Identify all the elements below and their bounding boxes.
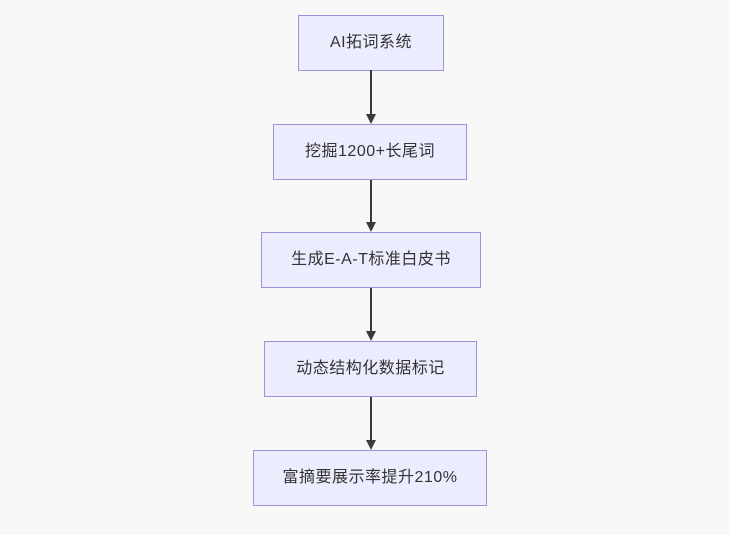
flow-node-label: 生成E-A-T标准白皮书 xyxy=(291,251,451,268)
arrow-line xyxy=(369,180,372,222)
arrow-line xyxy=(369,288,372,331)
flow-node-label: 挖掘1200+长尾词 xyxy=(305,143,435,160)
arrowhead-icon xyxy=(365,331,376,341)
flow-node-longtail-keywords: 挖掘1200+长尾词 xyxy=(273,124,467,180)
flow-arrow xyxy=(365,180,376,232)
arrow-line xyxy=(369,397,372,440)
flow-node-structured-data: 动态结构化数据标记 xyxy=(264,341,477,397)
flow-arrow xyxy=(365,397,376,450)
flow-node-eat-whitepaper: 生成E-A-T标准白皮书 xyxy=(261,232,481,288)
arrow-line xyxy=(369,70,372,114)
arrowhead-icon xyxy=(365,114,376,124)
flow-arrow xyxy=(365,70,376,124)
flow-node-label: AI拓词系统 xyxy=(329,34,413,51)
flow-node-label: 动态结构化数据标记 xyxy=(296,360,445,377)
flow-node-ai-system: AI拓词系统 xyxy=(298,15,444,71)
flow-arrow xyxy=(365,288,376,341)
flow-node-label: 富摘要展示率提升210% xyxy=(282,469,458,486)
arrowhead-icon xyxy=(365,440,376,450)
arrowhead-icon xyxy=(365,222,376,232)
flow-node-rich-snippet-rate: 富摘要展示率提升210% xyxy=(253,450,487,506)
